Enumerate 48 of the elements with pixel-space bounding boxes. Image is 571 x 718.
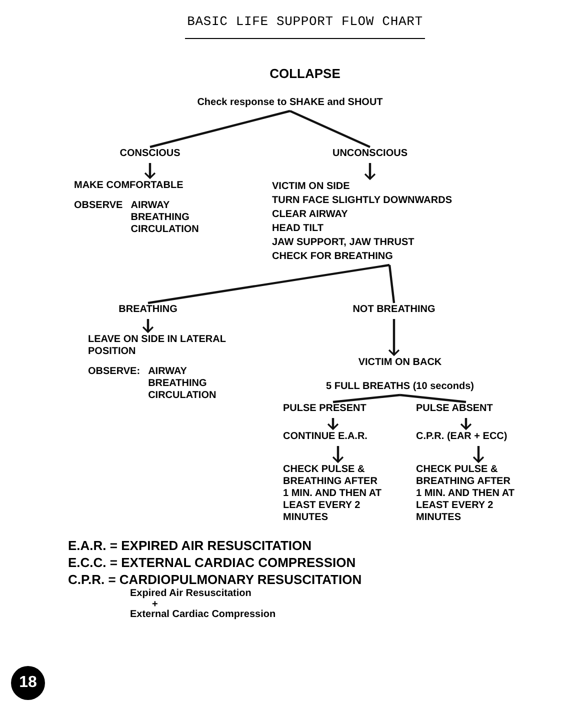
arrow xyxy=(142,319,154,333)
step-text: C.P.R. (EAR + ECC) xyxy=(416,431,508,443)
branch-line xyxy=(150,110,290,148)
step-text: UNCONSCIOUS xyxy=(331,148,408,160)
step-text: MAKE COMFORTABLE xyxy=(74,180,184,192)
step-text: BREATHING xyxy=(118,304,178,316)
plus-sign: + xyxy=(152,598,158,610)
step-text: CHECK PULSE & BREATHING AFTER 1 MIN. AND THEN AT LEAST EVERY 2 MINUTES xyxy=(283,464,383,524)
step-text: NOT BREATHING xyxy=(352,304,436,316)
step-text: PULSE ABSENT xyxy=(416,403,494,415)
step-text: HEAD TILT xyxy=(272,223,324,235)
definition-text: Expired Air Resuscitation xyxy=(130,587,252,601)
step-text: TURN FACE SLIGHTLY DOWNWARDS xyxy=(272,195,454,207)
step-text: AIRWAY BREATHING CIRCULATION xyxy=(148,366,218,402)
arrow xyxy=(472,446,484,463)
step-text: PULSE PRESENT xyxy=(283,403,368,415)
arrow xyxy=(332,446,344,463)
step-text: CHECK PULSE & BREATHING AFTER 1 MIN. AND THEN AT LEAST EVERY 2 MINUTES xyxy=(416,464,516,524)
step-text: VICTIM ON SIDE xyxy=(272,181,351,193)
step-text: CHECK FOR BREATHING xyxy=(272,251,394,263)
branch-line xyxy=(290,110,370,148)
branch-line xyxy=(148,264,390,304)
step-text: JAW SUPPORT, JAW THRUST xyxy=(272,237,416,249)
step-text: OBSERVE: xyxy=(88,366,140,379)
heading: COLLAPSE xyxy=(268,65,342,83)
definition-text: C.P.R. = CARDIOPULMONARY RESUSCITATION xyxy=(68,571,362,588)
definition-text: External Cardiac Compression xyxy=(130,608,276,622)
step-text: Check response to SHAKE and SHOUT xyxy=(196,97,384,109)
branch-line xyxy=(388,264,396,304)
definition-text: E.A.R. = EXPIRED AIR RESUSCITATION xyxy=(68,537,312,555)
branch-line xyxy=(332,394,400,404)
definition-text: E.C.C. = EXTERNAL CARDIAC COMPRESSION xyxy=(68,554,356,572)
arrow xyxy=(144,163,156,179)
step-text: OBSERVE xyxy=(74,200,123,213)
step-text: CLEAR AIRWAY xyxy=(272,209,349,221)
step-text: CONSCIOUS xyxy=(118,148,182,160)
arrow xyxy=(388,319,400,356)
step-text: 5 FULL BREATHS (10 seconds) xyxy=(325,381,475,393)
title: BASIC LIFE SUPPORT FLOW CHART xyxy=(187,13,423,31)
step-text: AIRWAY BREATHING CIRCULATION xyxy=(130,200,200,236)
arrow xyxy=(364,163,376,180)
branch-line xyxy=(400,394,466,404)
page-number-badge: 18 xyxy=(11,666,45,700)
arrow xyxy=(460,418,472,430)
step-text: VICTIM ON BACK xyxy=(357,357,443,369)
step-text: LEAVE ON SIDE IN LATERAL POSITION xyxy=(88,334,227,358)
arrow xyxy=(327,418,339,430)
step-text: CONTINUE E.A.R. xyxy=(283,431,368,443)
